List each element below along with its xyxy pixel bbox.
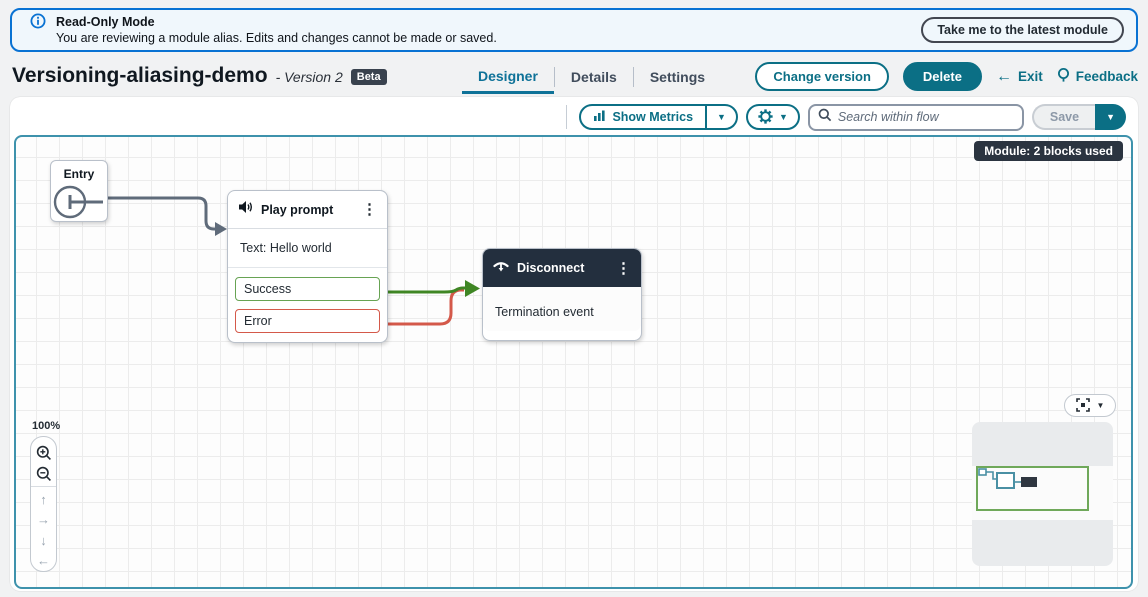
- version-label: - Version 2: [275, 69, 343, 85]
- banner-title: Read-Only Mode: [56, 15, 155, 29]
- tab-bar: Designer Details Settings: [462, 60, 721, 94]
- gear-icon: [758, 108, 773, 126]
- speaker-icon: [238, 200, 253, 219]
- settings-gear-button[interactable]: ▼: [745, 104, 800, 130]
- minimap[interactable]: [972, 422, 1113, 566]
- flow-canvas[interactable]: Module: 2 blocks used Entry: [14, 135, 1133, 589]
- minimap-viewport[interactable]: [976, 466, 1089, 511]
- zoom-separator: [31, 486, 56, 487]
- connector-entry-arrowhead: [215, 222, 227, 236]
- gear-caret[interactable]: ▼: [778, 112, 788, 122]
- save-button[interactable]: Save: [1031, 104, 1096, 130]
- minimap-caret[interactable]: ▼: [1096, 401, 1105, 410]
- exit-label: Exit: [1017, 69, 1043, 84]
- change-version-button[interactable]: Change version: [755, 62, 889, 91]
- flow-connectors: [81, 196, 480, 326]
- zoom-controls: ↑ → ↓ ←: [30, 436, 57, 572]
- split-separator: [705, 106, 708, 128]
- tab-settings[interactable]: Settings: [649, 69, 706, 85]
- disconnect-title: Disconnect: [517, 261, 585, 275]
- center-focus-icon: [1075, 397, 1090, 414]
- connector-success-arrowhead: [465, 280, 480, 297]
- info-icon: [30, 13, 46, 34]
- module-blocks-badge: Module: 2 blocks used: [974, 141, 1123, 161]
- tab-divider: [553, 67, 555, 87]
- delete-button[interactable]: Delete: [902, 62, 982, 91]
- banner-message: You are reviewing a module alias. Edits …: [56, 31, 497, 45]
- tab-divider: [632, 67, 634, 87]
- tab-details[interactable]: Details: [570, 69, 617, 85]
- connector-success-to-disconnect: [386, 286, 465, 294]
- branch-success-port[interactable]: Success: [235, 277, 380, 301]
- disconnect-body: Termination event: [483, 287, 641, 331]
- show-metrics-caret[interactable]: ▼: [717, 112, 726, 122]
- title-group: Versioning-aliasing-demo - Version 2 Bet…: [12, 64, 387, 88]
- feedback-bulb-icon: [1057, 67, 1070, 86]
- pan-up-button[interactable]: ↑: [40, 491, 47, 507]
- exit-link[interactable]: ← Exit: [996, 68, 1043, 86]
- play-prompt-body: Text: Hello world: [228, 229, 387, 268]
- toolbar-divider: [566, 105, 568, 129]
- zoom-out-button[interactable]: [31, 464, 56, 485]
- designer-toolbar: Show Metrics ▼: [566, 103, 1126, 131]
- header-actions: Change version Delete ← Exit Feedback: [755, 62, 1138, 91]
- disconnect-header: Disconnect ⋮: [483, 249, 641, 287]
- block-entry[interactable]: Entry: [50, 160, 108, 222]
- feedback-label: Feedback: [1075, 69, 1138, 84]
- page-title: Versioning-aliasing-demo: [12, 64, 268, 87]
- zoom-in-button[interactable]: [31, 443, 56, 464]
- hang-up-phone-icon: [493, 259, 509, 277]
- entry-output-port[interactable]: [53, 185, 105, 224]
- search-icon: [818, 108, 832, 127]
- play-prompt-menu-icon[interactable]: ⋮: [362, 201, 377, 218]
- branch-error-port[interactable]: Error: [235, 309, 380, 333]
- play-prompt-branches: Success Error: [228, 268, 387, 333]
- bar-chart-icon: [593, 109, 606, 125]
- pan-down-button[interactable]: ↓: [40, 532, 47, 548]
- show-metrics-split-button: Show Metrics ▼: [579, 104, 738, 130]
- fit-to-view-button[interactable]: ▼: [1064, 394, 1116, 417]
- save-caret[interactable]: ▼: [1095, 104, 1126, 130]
- disconnect-menu-icon[interactable]: ⋮: [616, 259, 631, 277]
- read-only-banner: Read-Only Mode You are reviewing a modul…: [10, 8, 1138, 52]
- search-input[interactable]: [837, 110, 1014, 124]
- latest-module-button[interactable]: Take me to the latest module: [921, 17, 1124, 43]
- save-split-button: Save ▼: [1031, 104, 1126, 130]
- banner-text: Read-Only Mode You are reviewing a modul…: [56, 15, 921, 45]
- search-box: [807, 103, 1024, 131]
- pan-left-button[interactable]: ←: [37, 553, 50, 569]
- entry-block-title: Entry: [63, 167, 95, 181]
- left-arrow-icon: ←: [995, 67, 1012, 85]
- header-row: Versioning-aliasing-demo - Version 2 Bet…: [10, 60, 1138, 96]
- feedback-link[interactable]: Feedback: [1057, 67, 1138, 86]
- play-prompt-header: Play prompt ⋮: [228, 191, 387, 229]
- connector-error-to-disconnect: [386, 288, 464, 326]
- play-prompt-title: Play prompt: [261, 202, 334, 217]
- beta-badge: Beta: [350, 69, 387, 85]
- block-disconnect[interactable]: Disconnect ⋮ Termination event: [482, 248, 642, 341]
- show-metrics-button[interactable]: Show Metrics: [581, 106, 705, 128]
- tab-designer[interactable]: Designer: [462, 60, 554, 94]
- pan-right-button[interactable]: →: [37, 512, 50, 528]
- block-play-prompt[interactable]: Play prompt ⋮ Text: Hello world Success …: [227, 190, 388, 343]
- show-metrics-label: Show Metrics: [612, 110, 694, 124]
- zoom-level-label: 100%: [32, 420, 61, 432]
